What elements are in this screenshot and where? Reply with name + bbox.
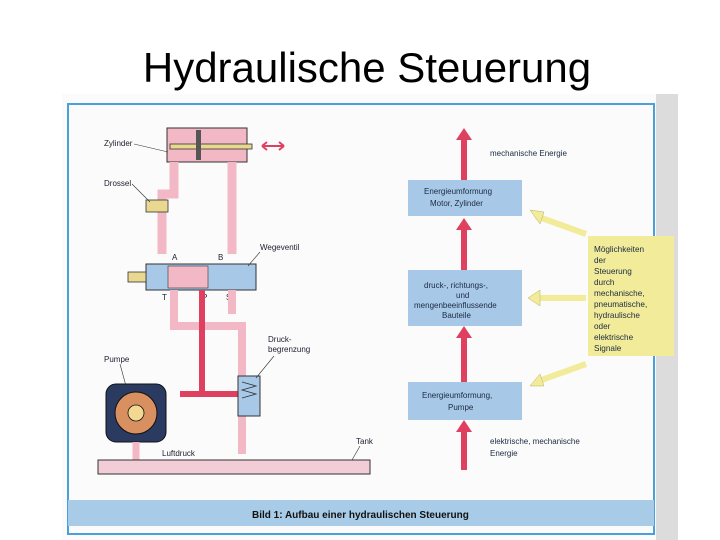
signal-arrow-bot: [534, 361, 588, 385]
label-drossel: Drossel: [104, 179, 131, 188]
label-wegeventil: Wegeventil: [260, 243, 300, 252]
arrow-bot-mid-head: [456, 326, 472, 338]
signal-arrow-top-head: [529, 209, 545, 225]
pump-shaft: [127, 404, 145, 422]
side-line-2: Steuerung: [594, 267, 632, 276]
leader-druckbegrenzung: [255, 355, 275, 379]
label-tank: Tank: [356, 437, 374, 446]
slide-title: Hydraulische Steuerung: [142, 44, 592, 91]
figure-caption: Bild 1: Aufbau einer hydraulischen Steue…: [252, 510, 469, 521]
box-mid-line2: und: [456, 291, 469, 300]
signal-arrow-top: [534, 213, 588, 237]
throttle: [145, 199, 169, 213]
piston: [196, 130, 201, 160]
piston-rod: [169, 143, 253, 150]
side-line-9: Signale: [594, 344, 622, 353]
box-top-line1: Energieumformung: [424, 187, 492, 196]
side-line-6: hydraulische: [594, 311, 640, 320]
arrow-output-head: [456, 128, 472, 140]
diagram: Zylinder Drossel A B T P S Wegeventil Dr…: [62, 94, 678, 540]
box-control-components: [408, 270, 522, 326]
valve-actuator: [127, 271, 147, 283]
box-top-line2: Motor, Zylinder: [430, 199, 483, 208]
signal-arrow-mid-head: [527, 289, 541, 307]
side-line-0: Möglichkeiten: [594, 245, 645, 254]
box-mid-line1: druck-, richtungs-,: [424, 281, 488, 290]
side-line-4: mechanische,: [594, 289, 645, 298]
flow-output-label: mechanische Energie: [490, 149, 567, 158]
box-bot-line1: Energieumformung,: [422, 391, 492, 400]
side-box-signals: [588, 236, 674, 356]
flow-input-line2: Energie: [490, 449, 518, 458]
line-a: [157, 162, 179, 254]
hydraulic-circuit: Zylinder Drossel A B T P S Wegeventil Dr…: [97, 127, 374, 475]
leader-zylinder: [133, 143, 169, 153]
side-line-7: oder: [594, 322, 611, 331]
leader-tank: [351, 445, 361, 461]
box-bot-line2: Pumpe: [448, 403, 474, 412]
port-t: T: [162, 293, 167, 302]
box-mid-line4: Bauteile: [442, 311, 471, 320]
valve-spool: [167, 265, 209, 289]
label-begrenzung: begrenzung: [268, 345, 310, 354]
port-b: B: [218, 253, 223, 262]
box-energy-conversion-output: [408, 180, 522, 216]
caption-bar: [68, 500, 654, 526]
box-mid-line3: mengenbeeinflussende: [414, 301, 497, 310]
leader-drossel: [131, 183, 151, 203]
arrow-input-head: [456, 420, 472, 432]
label-luftdruck: Luftdruck: [162, 449, 196, 458]
relief-spring: [240, 381, 258, 399]
box-energy-conversion-input: [408, 382, 522, 420]
label-druck: Druck-: [268, 335, 292, 344]
side-line-3: durch: [594, 278, 615, 287]
motion-arrow: [261, 141, 285, 151]
side-line-1: der: [594, 256, 606, 265]
energy-flow: mechanische Energie Energieumformung Mot…: [408, 128, 674, 470]
side-line-8: elektrische: [594, 333, 634, 342]
label-zylinder: Zylinder: [104, 139, 133, 148]
signal-arrow-bot-head: [529, 373, 545, 387]
tank: [97, 459, 371, 475]
label-pumpe: Pumpe: [104, 355, 130, 364]
flow-input-line1: elektrische, mechanische: [490, 437, 580, 446]
port-a: A: [172, 253, 178, 262]
side-line-5: pneumatische,: [594, 300, 647, 309]
arrow-mid-top-head: [456, 218, 472, 230]
leader-wegeventil: [247, 251, 261, 267]
leader-pumpe: [119, 363, 127, 387]
